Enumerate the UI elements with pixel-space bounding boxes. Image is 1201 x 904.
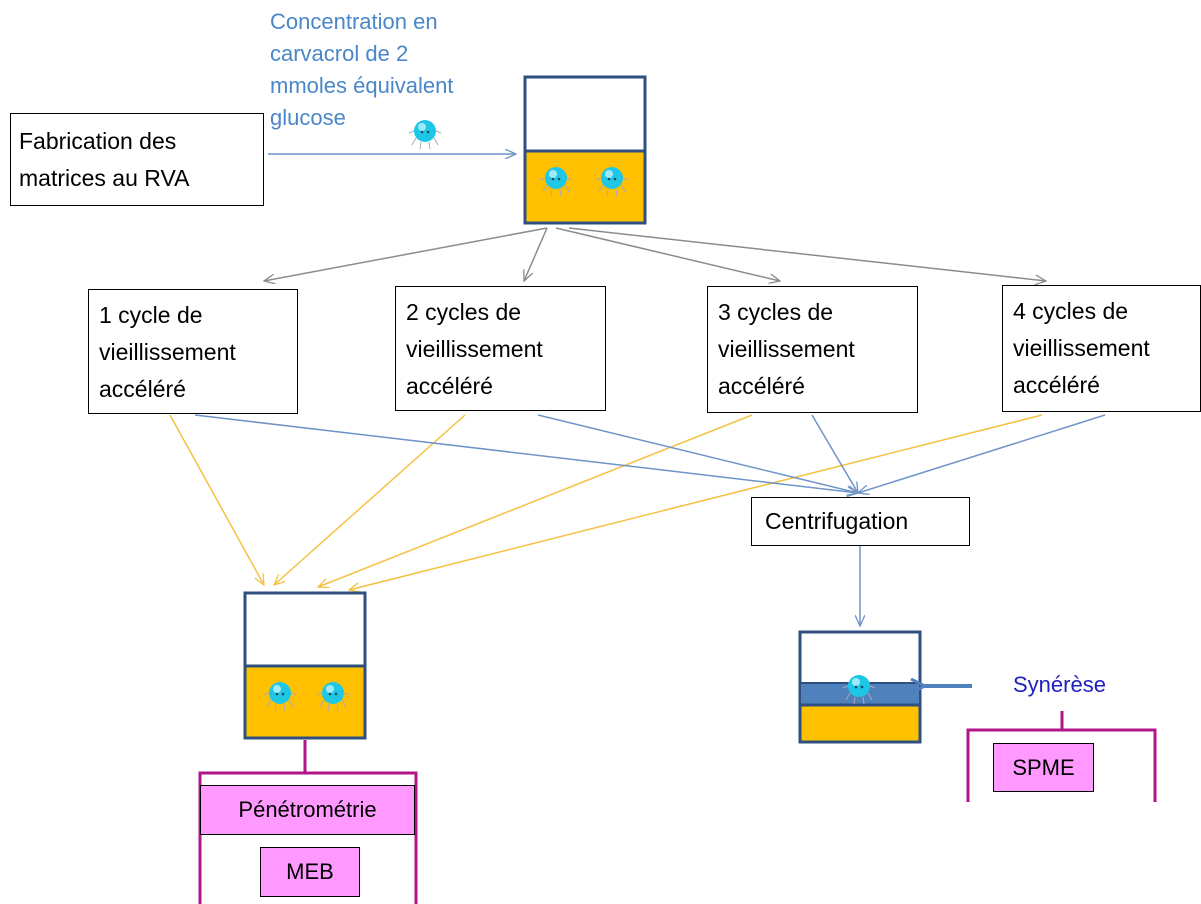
fan-arrows	[264, 227, 1046, 281]
box-line: accéléré	[406, 373, 493, 399]
box-line: vieillissement	[406, 336, 543, 362]
box-line: accéléré	[1013, 372, 1100, 398]
penetrometry-label: Pénétrométrie	[238, 797, 377, 822]
meb-box: MEB	[260, 847, 360, 897]
cycle-box-3: 3 cycles de vieillissement accéléré	[707, 286, 918, 413]
penetrometry-jar	[243, 591, 367, 740]
meb-label: MEB	[286, 859, 334, 884]
box-line: accéléré	[99, 376, 186, 402]
box-line: matrices au RVA	[19, 165, 190, 191]
concentration-note: Concentration en carvacrol de 2 mmoles é…	[270, 6, 530, 134]
syneresis-label: Synérèse	[1013, 672, 1106, 697]
cycle-box-1: 1 cycle de vieillissement accéléré	[88, 289, 298, 414]
box-line: vieillissement	[1013, 335, 1150, 361]
box-line: 3 cycles de	[718, 299, 834, 325]
note-line: mmoles équivalent	[270, 73, 454, 98]
box-line: 2 cycles de	[406, 299, 522, 325]
note-line: Concentration en	[270, 9, 438, 34]
cycle-box-4: 4 cycles de vieillissement accéléré	[1002, 285, 1201, 412]
arrows-to-centrifugation	[194, 414, 1106, 493]
analysis-bracket-left	[198, 740, 418, 904]
cycle-box-2: 2 cycles de vieillissement accéléré	[395, 286, 606, 411]
centrifugation-box: Centrifugation	[751, 497, 970, 546]
note-line: glucose	[270, 105, 346, 130]
box-line: accéléré	[718, 373, 805, 399]
centrifugation-label: Centrifugation	[765, 508, 909, 534]
spme-label: SPME	[1012, 755, 1075, 780]
box-line: vieillissement	[99, 339, 236, 365]
spme-box: SPME	[993, 743, 1094, 792]
analysis-bracket-right	[966, 711, 1157, 802]
fabrication-box: Fabrication des matrices au RVA	[10, 113, 264, 206]
box-line: 1 cycle de	[99, 302, 203, 328]
syneresis-jar	[798, 630, 922, 744]
top-jar	[523, 75, 647, 225]
note-line: carvacrol de 2	[270, 41, 409, 66]
box-line: vieillissement	[718, 336, 855, 362]
box-line: 4 cycles de	[1013, 298, 1129, 324]
penetrometry-box: Pénétrométrie	[200, 785, 415, 835]
box-line: Fabrication des	[19, 128, 177, 154]
